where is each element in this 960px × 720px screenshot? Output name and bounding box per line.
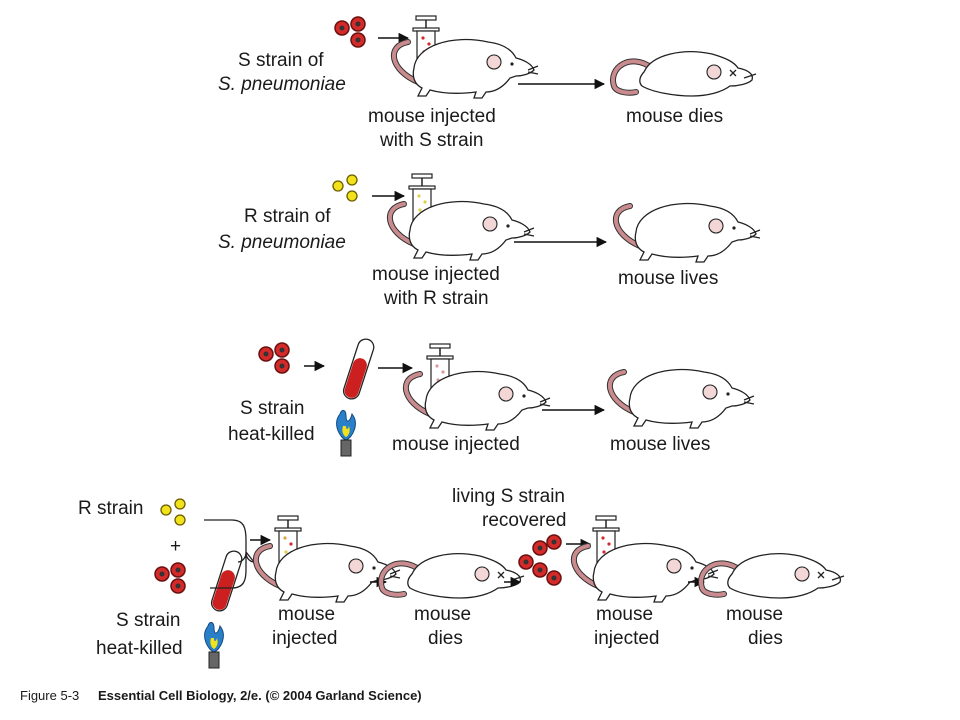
mouse-icon xyxy=(394,40,538,98)
strain-label: S strain xyxy=(240,398,304,419)
strain-label: R strain of xyxy=(244,206,331,227)
strain-species-label: S. pneumoniae xyxy=(218,74,346,95)
mouse-icon xyxy=(256,544,400,602)
dies-detail-label: dies xyxy=(748,628,783,649)
strain-species-label: S. pneumoniae xyxy=(218,232,346,253)
injected-detail-label: injected xyxy=(594,628,660,649)
outcome-label: mouse lives xyxy=(618,268,718,289)
bacteria-cluster-icon xyxy=(154,562,186,594)
dead-mouse-icon xyxy=(613,52,756,96)
mouse-icon xyxy=(574,544,718,602)
bracket-icon xyxy=(204,519,256,589)
strain-label: S strain of xyxy=(238,50,324,71)
injected-detail-label: with S strain xyxy=(379,130,483,151)
experiment-2: R strain of S. pneumoniae mouse injected… xyxy=(218,173,760,309)
s-strain-detail-label: heat-killed xyxy=(96,638,183,659)
mouse-icon xyxy=(406,372,550,430)
recovered-label: living S strain xyxy=(452,486,565,507)
dies-detail-label: dies xyxy=(428,628,463,649)
injected-detail-label: with R strain xyxy=(383,288,489,309)
injected-label: mouse injected xyxy=(372,264,500,285)
dies-label: mouse xyxy=(726,604,783,625)
test-tube-icon xyxy=(203,548,245,669)
bacteria-cluster-icon xyxy=(258,342,290,374)
test-tube-icon xyxy=(335,336,377,457)
figure-number: Figure 5-3 xyxy=(20,688,79,703)
bacteria-cluster-icon xyxy=(334,16,366,48)
bacteria-cluster-icon xyxy=(518,534,562,586)
injected-label: mouse injected xyxy=(368,106,496,127)
r-strain-label: R strain xyxy=(78,498,143,519)
bacteria-cluster-icon xyxy=(160,498,186,526)
outcome-label: mouse lives xyxy=(610,434,710,455)
mouse-icon xyxy=(610,370,754,428)
mouse-icon xyxy=(616,204,760,262)
outcome-label: mouse dies xyxy=(626,106,723,127)
mouse-icon xyxy=(390,202,534,260)
dead-mouse-icon xyxy=(701,554,844,598)
bacteria-cluster-icon xyxy=(332,174,358,202)
experiment-1: S strain of S. pneumoniae mouse injected… xyxy=(218,15,756,151)
injected-label: mouse injected xyxy=(392,434,520,455)
injected-detail-label: injected xyxy=(272,628,338,649)
recovered-detail-label: recovered xyxy=(482,510,567,531)
figure-caption: Figure 5-3 Essential Cell Biology, 2/e. … xyxy=(20,688,422,703)
experiment-3: S strain heat-killed mouse injected mous… xyxy=(228,336,754,457)
plus-sign: + xyxy=(170,536,181,557)
s-strain-label: S strain xyxy=(116,610,180,631)
figure-source: Essential Cell Biology, 2/e. (© 2004 Gar… xyxy=(98,688,422,703)
dies-label: mouse xyxy=(414,604,471,625)
strain-detail-label: heat-killed xyxy=(228,424,315,445)
injected-label: mouse xyxy=(278,604,335,625)
injected-label: mouse xyxy=(596,604,653,625)
dead-mouse-icon xyxy=(381,554,524,598)
experiment-4: R strain + S strain heat-killed mouse in… xyxy=(78,486,844,669)
